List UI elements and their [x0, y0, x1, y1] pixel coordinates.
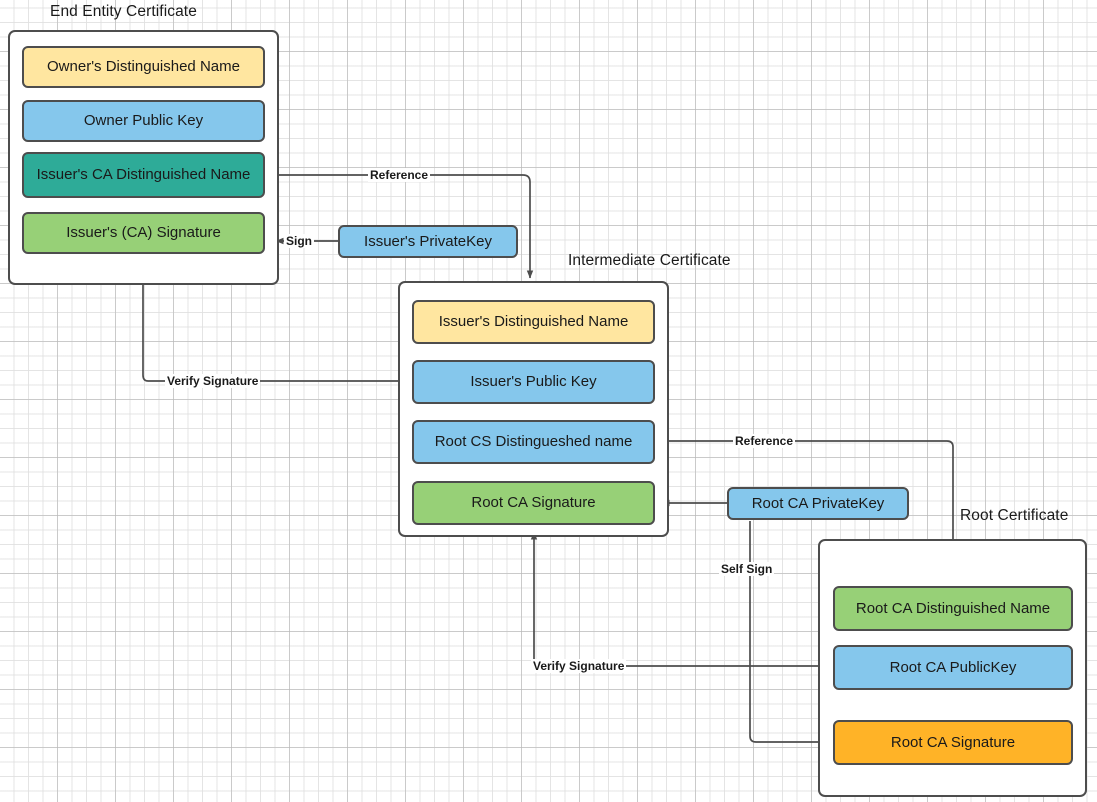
- intermediate-field-root-ca-signature[interactable]: Root CA Signature: [412, 481, 655, 525]
- intermediate-field-issuer-distinguished-name[interactable]: Issuer's Distinguished Name: [412, 300, 655, 344]
- root-certificate-title: Root Certificate: [960, 507, 1069, 524]
- root-field-root-ca-public-key[interactable]: Root CA PublicKey: [833, 645, 1073, 690]
- edge-label-verify-signature-bottom: Verify Signature: [531, 659, 627, 673]
- edge-label-reference-top: Reference: [368, 168, 431, 182]
- root-field-root-ca-signature[interactable]: Root CA Signature: [833, 720, 1073, 765]
- intermediate-field-root-cs-distingueshed-name[interactable]: Root CS Distingueshed name: [412, 420, 655, 464]
- edge-verify-signature-bottom: [530, 531, 833, 667]
- intermediate-certificate-title: Intermediate Certificate: [568, 252, 731, 269]
- end-entity-field-owner-public-key[interactable]: Owner Public Key: [22, 100, 265, 142]
- edge-label-sign: Sign: [284, 234, 314, 248]
- root-field-root-ca-distinguished-name[interactable]: Root CA Distinguished Name: [833, 586, 1073, 631]
- root-ca-private-key-box[interactable]: Root CA PrivateKey: [727, 487, 909, 520]
- end-entity-certificate-title: End Entity Certificate: [50, 3, 197, 20]
- edge-self-sign: [749, 521, 827, 746]
- issuer-private-key-box[interactable]: Issuer's PrivateKey: [338, 225, 518, 258]
- edge-label-reference-mid: Reference: [733, 434, 796, 448]
- end-entity-field-issuer-ca-distinguished-name[interactable]: Issuer's CA Distinguished Name: [22, 152, 265, 198]
- edge-label-self-sign: Self Sign: [719, 562, 775, 576]
- edge-label-verify-signature-top: Verify Signature: [165, 374, 261, 388]
- end-entity-field-owner-distinguished-name[interactable]: Owner's Distinguished Name: [22, 46, 265, 88]
- intermediate-field-issuer-public-key[interactable]: Issuer's Public Key: [412, 360, 655, 404]
- end-entity-field-issuer-ca-signature[interactable]: Issuer's (CA) Signature: [22, 212, 265, 254]
